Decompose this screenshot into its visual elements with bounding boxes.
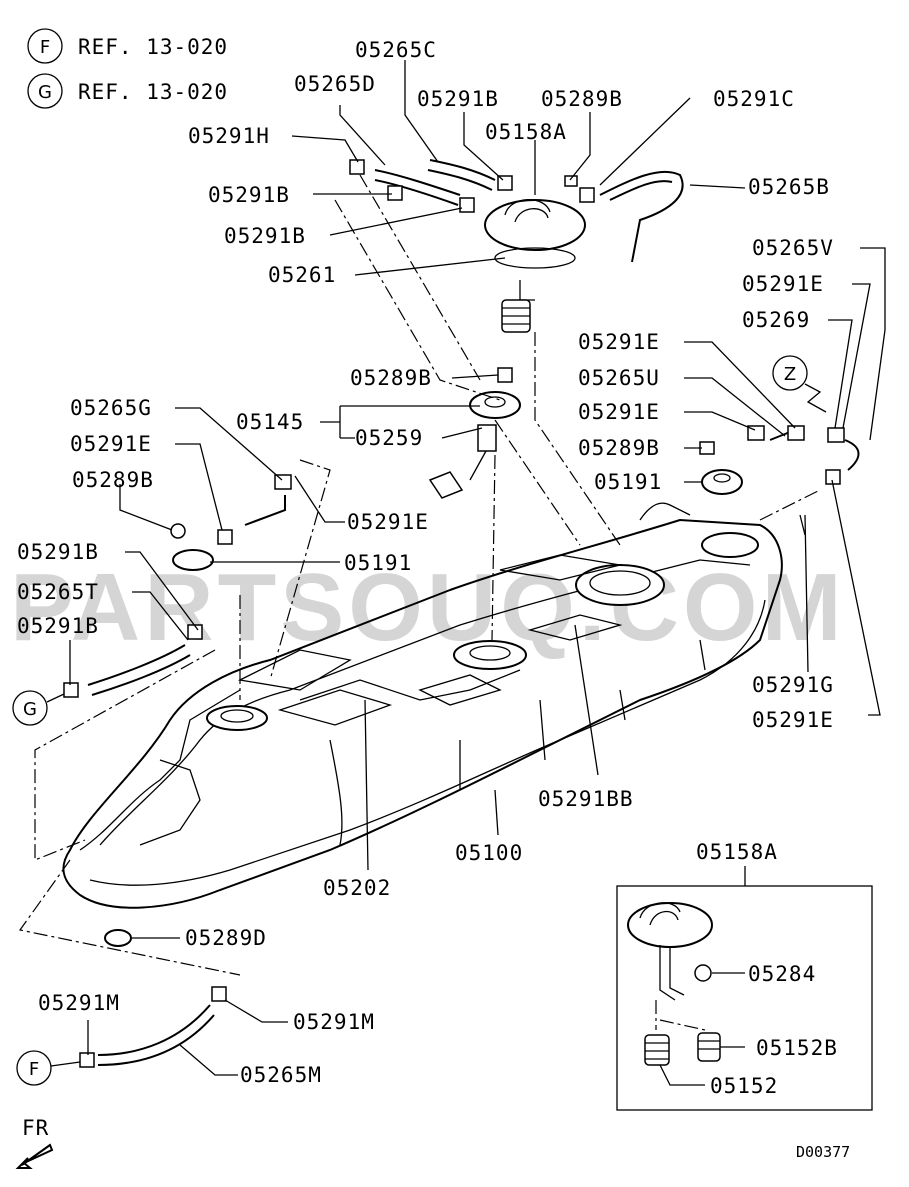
- callout-labels: 05265C 05265D 05291B 05289B 05158A 05291…: [17, 38, 834, 1087]
- callout-05291E-r3: 05291E: [578, 400, 660, 424]
- callout-05269: 05269: [742, 308, 810, 332]
- callout-05291M-a: 05291M: [38, 991, 120, 1015]
- callout-05100: 05100: [455, 841, 523, 865]
- callout-05265C: 05265C: [355, 38, 437, 62]
- callout-05191-r: 05191: [594, 470, 662, 494]
- callout-05289B-r: 05289B: [578, 436, 660, 460]
- ref-f-text: REF. 13-020: [78, 35, 228, 59]
- g-marker-circle: [12, 690, 48, 726]
- callout-05291E-l: 05291E: [70, 432, 152, 456]
- callout-05265M: 05265M: [240, 1063, 322, 1087]
- f-marker-letter: F: [29, 1059, 39, 1080]
- front-direction-indicator: FR: [15, 1116, 54, 1169]
- reference-legend: F REF. 13-020 G REF. 13-020: [27, 28, 228, 109]
- fuel-pump-cover-top: [484, 199, 586, 333]
- sub-pump-cover: [428, 391, 521, 499]
- callout-05291B-top: 05291B: [417, 87, 499, 111]
- callout-05291C: 05291C: [713, 87, 795, 111]
- callout-05291H: 05291H: [188, 124, 270, 148]
- inset-title: 05158A: [696, 840, 778, 864]
- callout-05291E-r4: 05291E: [752, 708, 834, 732]
- ref-f-circle: [27, 28, 63, 64]
- callout-05265B: 05265B: [748, 175, 830, 199]
- fr-label: FR: [22, 1116, 49, 1140]
- callout-05265U: 05265U: [578, 366, 660, 390]
- callout-05265T: 05265T: [17, 580, 99, 604]
- fr-arrow-icon: [15, 1143, 54, 1169]
- z-marker-leader: [804, 383, 827, 413]
- callout-05291E-r2: 05291E: [578, 330, 660, 354]
- z-marker-circle: [772, 355, 808, 391]
- watermark: PARTSOUQ.COM: [10, 554, 846, 661]
- callout-05265D: 05265D: [294, 72, 376, 96]
- callout-05289B-top: 05289B: [541, 87, 623, 111]
- callout-05291B-l2: 05291B: [17, 614, 99, 638]
- callout-05259: 05259: [355, 426, 423, 450]
- callout-05191-l: 05191: [344, 551, 412, 575]
- left-side-parts: [63, 474, 292, 698]
- callout-05158A: 05158A: [485, 120, 567, 144]
- callout-05289B-mid: 05289B: [350, 366, 432, 390]
- callout-05291M-b: 05291M: [293, 1010, 375, 1034]
- callout-05289D: 05289D: [185, 926, 267, 950]
- callout-05291G: 05291G: [752, 673, 834, 697]
- callout-05265V: 05265V: [752, 236, 834, 260]
- callout-05152B: 05152B: [756, 1036, 838, 1060]
- ref-g-text: REF. 13-020: [78, 80, 228, 104]
- callout-05291B-a: 05291B: [208, 183, 290, 207]
- diagram-code: D00377: [796, 1143, 850, 1161]
- g-marker-letter: G: [23, 699, 37, 720]
- ref-f-letter: F: [40, 37, 50, 58]
- callout-05291B-b: 05291B: [224, 224, 306, 248]
- leader-lines: [69, 60, 886, 1076]
- callout-05289B-l: 05289B: [72, 468, 154, 492]
- inset-05158A: 05158A 05284 05152B 05152: [616, 840, 873, 1111]
- callout-05291B-l1: 05291B: [17, 540, 99, 564]
- callout-05291E-l2: 05291E: [347, 510, 429, 534]
- callout-05291E-r1: 05291E: [742, 272, 824, 296]
- callout-05152: 05152: [710, 1074, 778, 1098]
- ref-g-circle: [27, 73, 63, 109]
- dashed-guides: [18, 174, 821, 976]
- bottom-parts: [79, 929, 227, 1068]
- callout-05265G: 05265G: [70, 396, 152, 420]
- inset-frame: [616, 885, 873, 1111]
- callout-05202: 05202: [323, 876, 391, 900]
- vent-hoses-top: [349, 159, 684, 383]
- ref-g-letter: G: [38, 82, 52, 103]
- callout-05284: 05284: [748, 962, 816, 986]
- callout-05145: 05145: [236, 410, 304, 434]
- z-marker-letter: Z: [784, 364, 796, 385]
- callout-05291BB: 05291BB: [538, 787, 634, 811]
- fuel-tank-body: [62, 502, 783, 909]
- filler-parts-right: [699, 425, 860, 536]
- callout-05261: 05261: [268, 263, 336, 287]
- f-marker-circle: [16, 1050, 52, 1086]
